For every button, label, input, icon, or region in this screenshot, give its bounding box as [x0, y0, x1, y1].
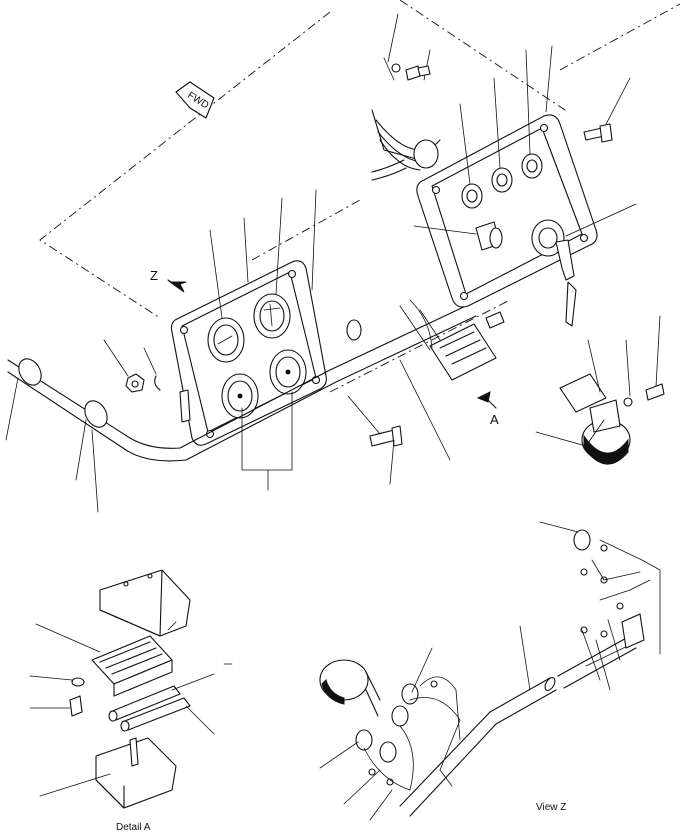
detail-a-marker: A [490, 412, 499, 427]
view-z-marker: Z [150, 268, 158, 283]
gauge-lower-right [269, 349, 307, 395]
fuse-box-assembly: A [399, 299, 505, 461]
detail-a-caption: Detail A [116, 822, 151, 833]
switch-panel [371, 13, 637, 327]
view-z: View Z [319, 521, 661, 821]
harness-left [5, 303, 477, 513]
panel-fasteners [103, 339, 403, 485]
instrument-panel [170, 189, 327, 491]
starter-switch [535, 315, 665, 465]
gauge-lower-left [221, 373, 259, 419]
dash-outline [39, 0, 680, 393]
fwd-arrow: FWD [175, 81, 215, 119]
gauge-upper-left [207, 317, 245, 363]
view-z-caption: View Z [536, 802, 566, 813]
gauge-upper-right [253, 293, 291, 339]
detail-a: Detail A [29, 569, 233, 833]
view-z-arrow: Z [150, 268, 187, 293]
